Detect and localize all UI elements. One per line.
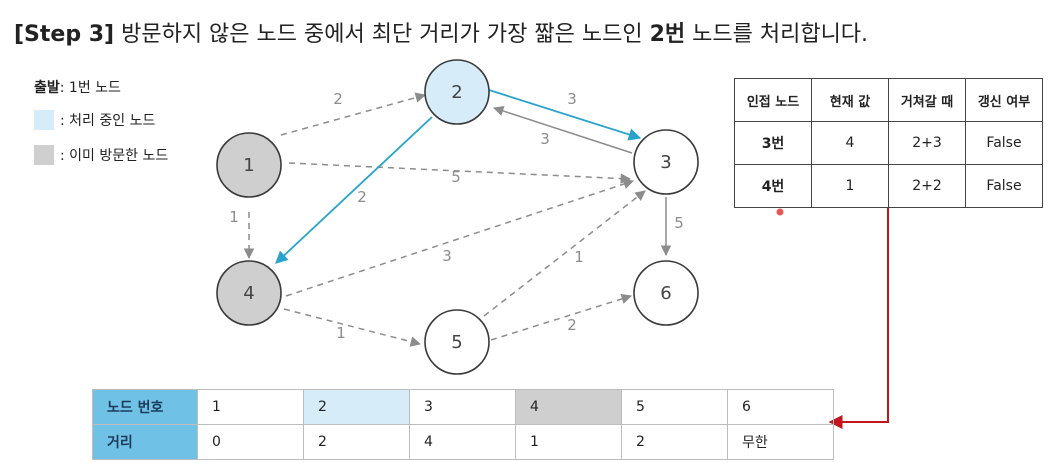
adjacency-header-cell: 인접 노드 bbox=[734, 78, 812, 122]
edge-2-3 bbox=[488, 89, 642, 141]
node-5-circle bbox=[424, 309, 490, 375]
distance-value-cell: 2 bbox=[303, 424, 410, 460]
adjacency-cell: 4번 bbox=[734, 164, 812, 208]
edge-5-3 bbox=[483, 190, 646, 317]
edge-weight-3-2: 3 bbox=[540, 130, 550, 148]
distance-node-row: 노드 번호 1 2 3 4 5 6 bbox=[92, 389, 834, 425]
graph-edges bbox=[243, 89, 672, 347]
distance-value-cell: 4 bbox=[409, 424, 516, 460]
legend-processing-swatch bbox=[34, 110, 54, 130]
edge-weight-4-5: 1 bbox=[336, 324, 346, 342]
node-3-label: 3 bbox=[660, 152, 671, 173]
edge-4-5 bbox=[283, 308, 422, 347]
distance-value-row: 거리 0 2 4 1 2 무한 bbox=[92, 424, 834, 460]
adjacency-header-cell: 현재 값 bbox=[811, 78, 889, 122]
node-5-label: 5 bbox=[451, 332, 462, 353]
page-title: [Step 3] 방문하지 않은 노드 중에서 최단 거리가 가장 짧은 노드인… bbox=[14, 16, 868, 48]
adjacency-row: 4번 1 2+2 False bbox=[734, 164, 1043, 208]
distance-table: 노드 번호 1 2 3 4 5 6 거리 0 2 4 1 2 무한 bbox=[92, 389, 834, 460]
legend-visited-swatch bbox=[34, 145, 54, 165]
edge-1-3 bbox=[288, 162, 632, 184]
adjacency-cell: 2+2 bbox=[888, 164, 966, 208]
adjacency-cell: 2+3 bbox=[888, 121, 966, 165]
legend-visited-label: : 이미 방문한 노드 bbox=[60, 148, 169, 164]
edge-weight-2-4: 2 bbox=[357, 188, 367, 206]
distance-value-cell: 무한 bbox=[727, 424, 834, 460]
node-2-circle bbox=[424, 59, 490, 125]
edge-2-4 bbox=[275, 116, 433, 264]
adjacency-table: 인접 노드 현재 값 거쳐갈 때 갱신 여부 3번 4 2+3 False 4번… bbox=[734, 78, 1043, 208]
adjacency-header-cell: 갱신 여부 bbox=[965, 78, 1043, 122]
distance-node-cell: 4 bbox=[515, 389, 622, 425]
distance-value-cell: 0 bbox=[197, 424, 304, 460]
graph-nodes: 1 2 3 4 5 6 bbox=[216, 59, 699, 375]
edge-weight-4-3: 3 bbox=[442, 247, 452, 265]
adjacency-cell: 3번 bbox=[734, 121, 812, 165]
title-text-after: 노드를 처리합니다. bbox=[685, 22, 869, 47]
node-1-label: 1 bbox=[243, 155, 254, 176]
edge-5-6 bbox=[490, 293, 633, 341]
distance-node-cell: 5 bbox=[621, 389, 728, 425]
node-1-circle bbox=[216, 132, 282, 198]
edge-weight-1-3: 5 bbox=[451, 168, 461, 186]
edge-weight-5-3: 1 bbox=[574, 248, 584, 266]
distance-node-cell: 2 bbox=[303, 389, 410, 425]
edge-3-2 bbox=[493, 105, 633, 154]
node-2-label: 2 bbox=[451, 82, 462, 103]
distance-node-cell: 1 bbox=[197, 389, 304, 425]
adjacency-cell: 1 bbox=[811, 164, 889, 208]
legend-start: 출발: 1번 노드 bbox=[34, 77, 121, 97]
adjacency-header-cell: 거쳐갈 때 bbox=[888, 78, 966, 122]
title-text-before: 방문하지 않은 노드 중에서 최단 거리가 가장 짧은 노드인 bbox=[114, 22, 650, 47]
distance-row-label: 거리 bbox=[92, 424, 198, 460]
distance-node-cell: 6 bbox=[727, 389, 834, 425]
distance-row-label: 노드 번호 bbox=[92, 389, 198, 425]
legend-start-value: : 1번 노드 bbox=[59, 80, 121, 96]
distance-value-cell: 2 bbox=[621, 424, 728, 460]
cursor-dot bbox=[776, 208, 784, 216]
legend-start-label: 출발 bbox=[34, 80, 60, 96]
adjacency-cell: False bbox=[965, 164, 1043, 208]
step-label: [Step 3] bbox=[14, 22, 115, 47]
title-node: 2번 bbox=[649, 22, 686, 47]
pointer-arrow bbox=[828, 207, 889, 429]
distance-node-cell: 3 bbox=[409, 389, 516, 425]
edge-1-2 bbox=[280, 92, 427, 136]
edge-4-3 bbox=[285, 178, 634, 297]
node-4-circle bbox=[216, 260, 282, 326]
edge-weight-5-6: 2 bbox=[567, 316, 577, 334]
node-3-circle bbox=[633, 129, 699, 195]
edge-weight-1-2: 2 bbox=[333, 90, 343, 108]
legend-processing-label: : 처리 중인 노드 bbox=[60, 113, 156, 129]
distance-value-cell: 1 bbox=[515, 424, 622, 460]
edge-weight-1-4: 1 bbox=[229, 208, 239, 226]
adjacency-header-row: 인접 노드 현재 값 거쳐갈 때 갱신 여부 bbox=[734, 78, 1043, 122]
adjacency-cell: False bbox=[965, 121, 1043, 165]
edge-weight-3-6: 5 bbox=[674, 214, 684, 232]
node-6-circle bbox=[633, 260, 699, 326]
edge-weight-2-3: 3 bbox=[567, 90, 577, 108]
adjacency-cell: 4 bbox=[811, 121, 889, 165]
adjacency-row: 3번 4 2+3 False bbox=[734, 121, 1043, 165]
node-6-label: 6 bbox=[660, 283, 671, 304]
graph-edge-weights: 2 5 1 3 3 2 5 3 1 1 2 bbox=[229, 90, 684, 342]
node-4-label: 4 bbox=[243, 283, 254, 304]
